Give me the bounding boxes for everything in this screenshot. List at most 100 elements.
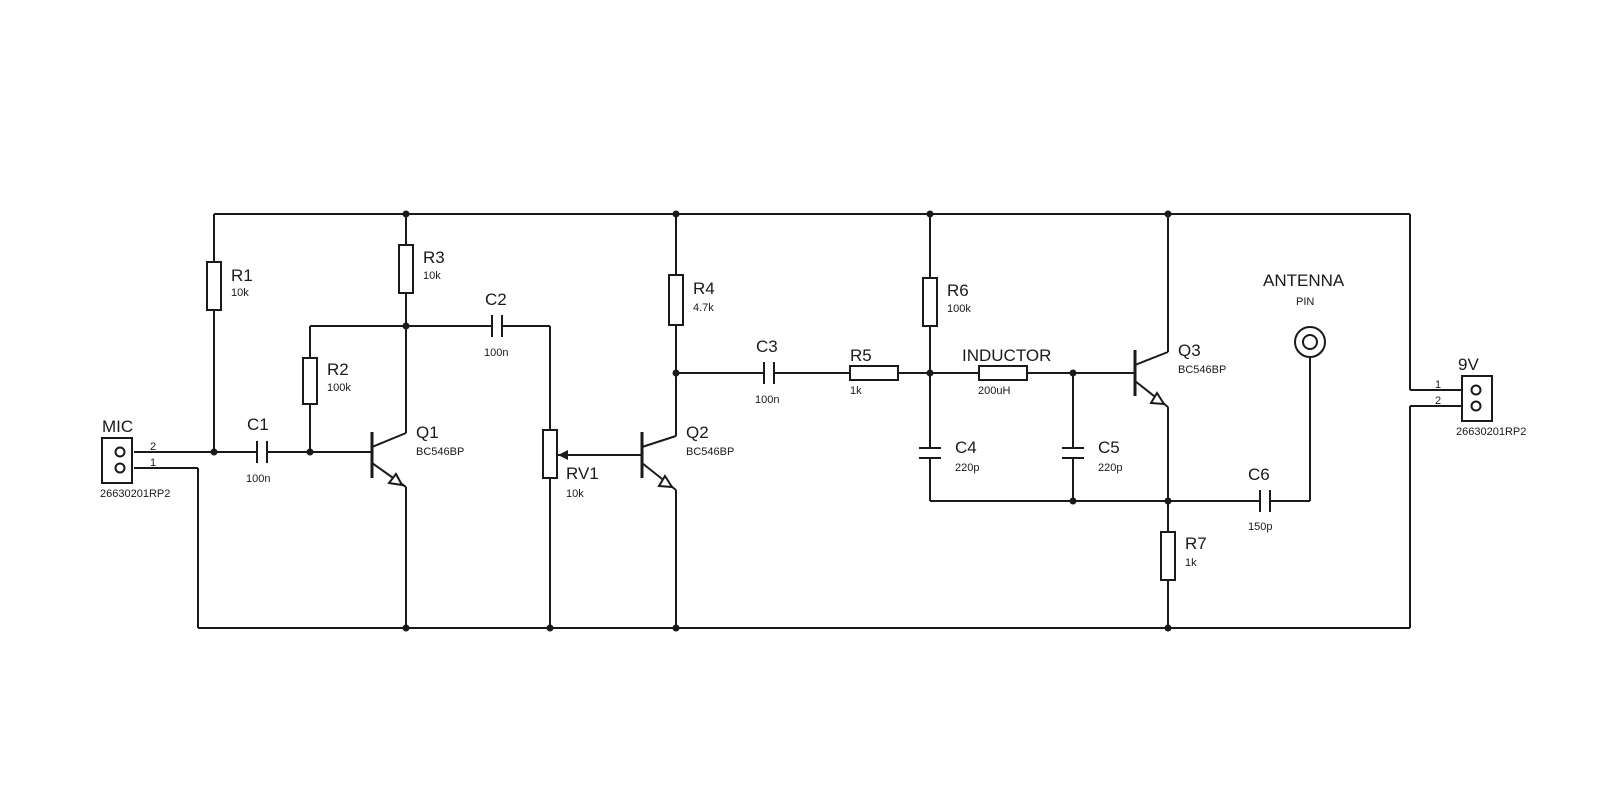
junction <box>402 210 410 218</box>
r7-value: 1k <box>1185 557 1197 569</box>
rv1-ref: RV1 <box>566 464 599 483</box>
capacitor-c4 <box>919 447 941 459</box>
transistor-q3 <box>1133 350 1169 408</box>
q1-collector-lead <box>371 432 407 448</box>
battery-pin2-label: 2 <box>1435 395 1441 407</box>
antenna-pin <box>1294 326 1326 358</box>
r6-ref: R6 <box>947 281 969 300</box>
transistor-q2 <box>640 432 677 491</box>
antenna-ref: ANTENNA <box>1263 271 1345 290</box>
c5-value: 220p <box>1098 462 1122 474</box>
mic-pin2-label: 2 <box>150 441 156 453</box>
battery-connector <box>1461 375 1493 422</box>
capacitor-c6 <box>1259 490 1271 512</box>
r1-value: 10k <box>231 287 249 299</box>
resistor-r2 <box>302 357 318 405</box>
junction <box>672 210 680 218</box>
r5-value: 1k <box>850 385 862 397</box>
c2-ref: C2 <box>485 290 507 309</box>
r7-ref: R7 <box>1185 534 1207 553</box>
c3-ref: C3 <box>756 337 778 356</box>
junction <box>306 448 314 456</box>
battery-pin1-label: 1 <box>1435 379 1441 391</box>
q3-emitter-arrow-icon <box>1149 391 1166 406</box>
junction <box>210 448 218 456</box>
battery-pin2-pad <box>1470 400 1482 412</box>
c2-value: 100n <box>484 347 508 359</box>
mic-pin1-label: 1 <box>150 457 156 469</box>
battery-value: 26630201RP2 <box>1456 426 1526 438</box>
junction <box>926 369 934 377</box>
inductor-ref: INDUCTOR <box>962 346 1051 365</box>
c4-ref: C4 <box>955 438 977 457</box>
junction <box>1069 497 1077 505</box>
wires <box>134 213 1474 629</box>
wiper-arrow-icon <box>558 450 568 460</box>
mic-pin1-pad <box>114 462 126 474</box>
r2-ref: R2 <box>327 360 349 379</box>
mic-connector-body <box>101 437 133 484</box>
r2-value: 100k <box>327 382 351 394</box>
resistor-r3 <box>398 244 414 294</box>
potentiometer-rv1-body <box>542 429 558 479</box>
junction <box>1164 497 1172 505</box>
battery-connector-body <box>1461 375 1493 422</box>
rv1-value: 10k <box>566 488 584 500</box>
junction <box>672 369 680 377</box>
r5-ref: R5 <box>850 346 872 365</box>
q2-ref: Q2 <box>686 423 709 442</box>
junction <box>402 322 410 330</box>
q3-ref: Q3 <box>1178 341 1201 360</box>
capacitor-c1 <box>256 441 268 463</box>
capacitor-c3 <box>763 362 775 384</box>
q1-value: BC546BP <box>416 446 464 458</box>
r4-value: 4.7k <box>693 302 714 314</box>
resistor-r6 <box>922 277 938 327</box>
q3-collector-lead <box>1134 351 1169 366</box>
r6-value: 100k <box>947 303 971 315</box>
junction <box>1164 624 1172 632</box>
battery-pin1-pad <box>1470 384 1482 396</box>
mic-connector <box>101 437 133 484</box>
junction <box>672 624 680 632</box>
antenna-value: PIN <box>1296 296 1314 308</box>
q2-emitter-arrow-icon <box>657 474 674 489</box>
c1-value: 100n <box>246 473 270 485</box>
q3-value: BC546BP <box>1178 364 1226 376</box>
transistor-q1 <box>370 432 407 488</box>
c5-ref: C5 <box>1098 438 1120 457</box>
c6-ref: C6 <box>1248 465 1270 484</box>
r3-ref: R3 <box>423 248 445 267</box>
junction <box>402 624 410 632</box>
q2-collector-lead <box>641 435 677 448</box>
junction <box>1164 210 1172 218</box>
junction <box>546 624 554 632</box>
resistor-r5 <box>849 365 899 381</box>
r3-value: 10k <box>423 270 441 282</box>
c4-value: 220p <box>955 462 979 474</box>
capacitor-c2 <box>491 315 503 337</box>
mic-pin2-pad <box>114 446 126 458</box>
resistor-r1 <box>206 261 222 311</box>
mic-ref: MIC <box>102 417 133 436</box>
inductor-body <box>978 365 1028 381</box>
inductor-value: 200uH <box>978 385 1010 397</box>
q1-emitter-arrow-icon <box>387 472 404 487</box>
r1-ref: R1 <box>231 266 253 285</box>
junction <box>1069 369 1077 377</box>
c6-value: 150p <box>1248 521 1272 533</box>
battery-ref: 9V <box>1458 355 1479 374</box>
resistor-r7 <box>1160 531 1176 581</box>
mic-value: 26630201RP2 <box>100 488 170 500</box>
q2-value: BC546BP <box>686 446 734 458</box>
resistor-r4 <box>668 274 684 326</box>
potentiometer-rv1 <box>542 429 568 479</box>
antenna-inner-ring <box>1302 334 1318 350</box>
r4-ref: R4 <box>693 279 715 298</box>
q1-ref: Q1 <box>416 423 439 442</box>
junction <box>926 210 934 218</box>
junctions <box>210 210 1172 632</box>
c1-ref: C1 <box>247 415 269 434</box>
capacitor-c5 <box>1062 447 1084 459</box>
